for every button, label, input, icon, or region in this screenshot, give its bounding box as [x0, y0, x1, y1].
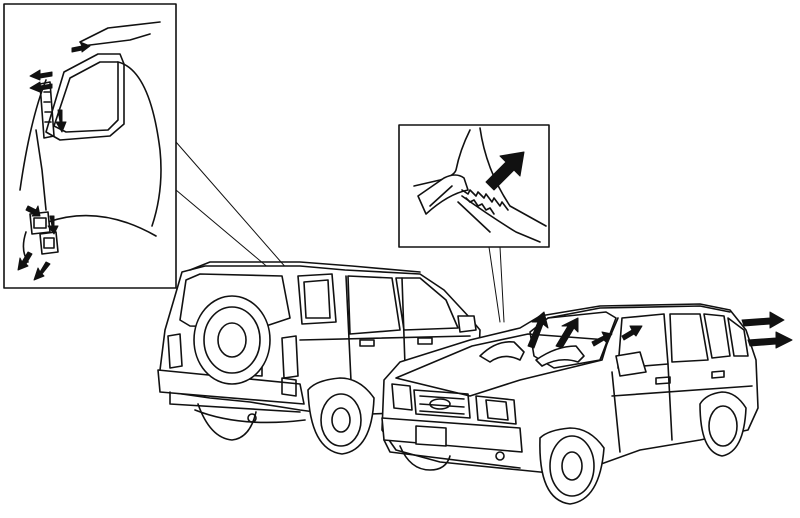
rear-quarter-detail	[3, 3, 177, 289]
windshield-pillar-detail	[398, 124, 550, 248]
front-vehicle-arrows	[527, 311, 793, 349]
front-vehicle	[381, 303, 759, 505]
